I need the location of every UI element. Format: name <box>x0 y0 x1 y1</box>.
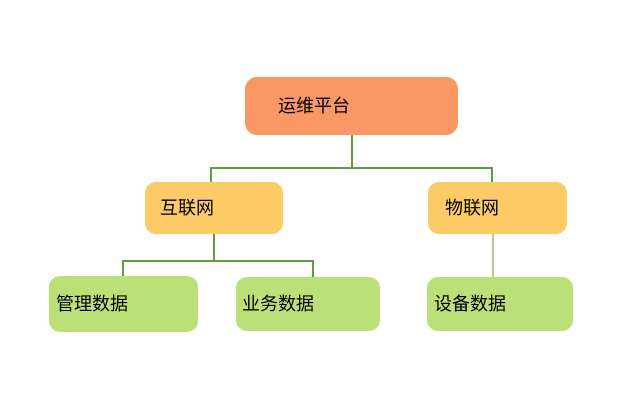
node-label: 业务数据 <box>242 294 314 314</box>
node-label: 互联网 <box>160 198 214 218</box>
node-device-data: 设备数据 <box>427 277 573 331</box>
node-iot: 物联网 <box>428 182 567 234</box>
node-label: 运维平台 <box>278 96 350 116</box>
edge-root-children <box>210 167 493 183</box>
node-label: 物联网 <box>445 198 499 218</box>
node-ops-platform: 运维平台 <box>245 77 458 135</box>
node-business-data: 业务数据 <box>236 277 380 331</box>
node-label: 管理数据 <box>56 294 128 314</box>
node-management-data: 管理数据 <box>49 276 198 332</box>
node-label: 设备数据 <box>434 294 506 314</box>
node-internet: 互联网 <box>145 182 283 234</box>
edge-internet-children <box>122 260 314 278</box>
